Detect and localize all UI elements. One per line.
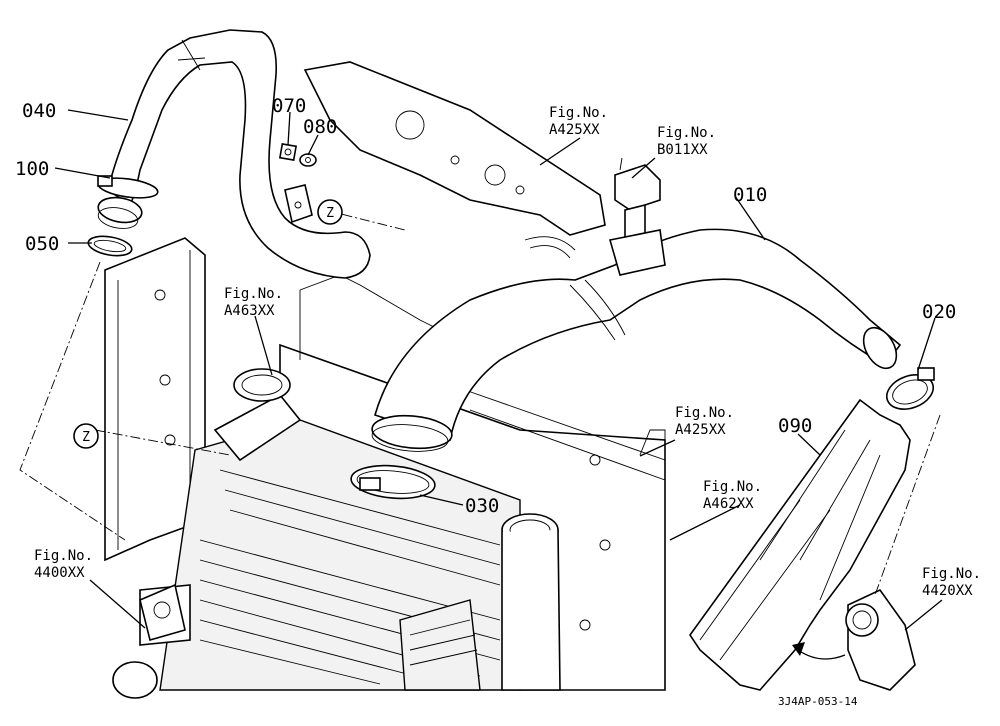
fig-4420-code: 4420XX [922, 583, 973, 599]
z-marker-top [317, 199, 343, 225]
z-markers: Z Z [73, 199, 343, 449]
fig-4420-label: Fig.No. [922, 566, 981, 582]
label-040: 040 [22, 100, 56, 122]
hose-040 [97, 29, 371, 279]
label-010: 010 [733, 184, 767, 206]
fig-a463-label: Fig.No. [224, 286, 283, 302]
fig-a425-mid-code: A425XX [675, 422, 726, 438]
fig-a425-top-label: Fig.No. [549, 105, 608, 121]
clamp-100 [97, 175, 159, 199]
label-070: 070 [272, 95, 306, 117]
sensor-b011 [608, 157, 666, 276]
label-020: 020 [922, 301, 956, 323]
fig-a463-code: A463XX [224, 303, 275, 319]
z-marker-top-text: Z [326, 206, 334, 221]
baffle-090 [689, 398, 911, 691]
top-bracket-plate [303, 61, 606, 259]
fig-a425-top-code: A425XX [549, 122, 600, 138]
drawing-code: 3J4AP-053-14 [778, 695, 858, 708]
clamp-050 [87, 235, 133, 257]
fasteners-070-080 [278, 142, 317, 224]
label-050: 050 [25, 233, 59, 255]
clamp-020 [885, 367, 935, 410]
pipe-4400 [139, 583, 186, 641]
fig-4400-code: 4400XX [34, 565, 85, 581]
fig-b011-code: B011XX [657, 142, 708, 158]
fig-a462-label: Fig.No. [703, 479, 762, 495]
fig-a462-code: A462XX [703, 496, 754, 512]
clamp-030 [350, 464, 436, 500]
fig-b011-label: Fig.No. [657, 125, 716, 141]
label-090: 090 [778, 415, 812, 437]
label-030: 030 [465, 495, 499, 517]
part-labels: 040 100 050 070 080 010 020 090 030 [15, 95, 956, 517]
z-marker-left [73, 423, 99, 449]
fig-4400-label: Fig.No. [34, 548, 93, 564]
pipe-4420 [792, 588, 916, 691]
fig-a425-mid-label: Fig.No. [675, 405, 734, 421]
label-080: 080 [303, 116, 337, 138]
z-marker-left-text: Z [82, 430, 90, 445]
figure-references: Fig.No. A425XX Fig.No. B011XX Fig.No. A4… [34, 105, 981, 599]
leader-lines [54, 109, 943, 631]
label-100: 100 [15, 158, 49, 180]
hose-010 [371, 228, 902, 452]
